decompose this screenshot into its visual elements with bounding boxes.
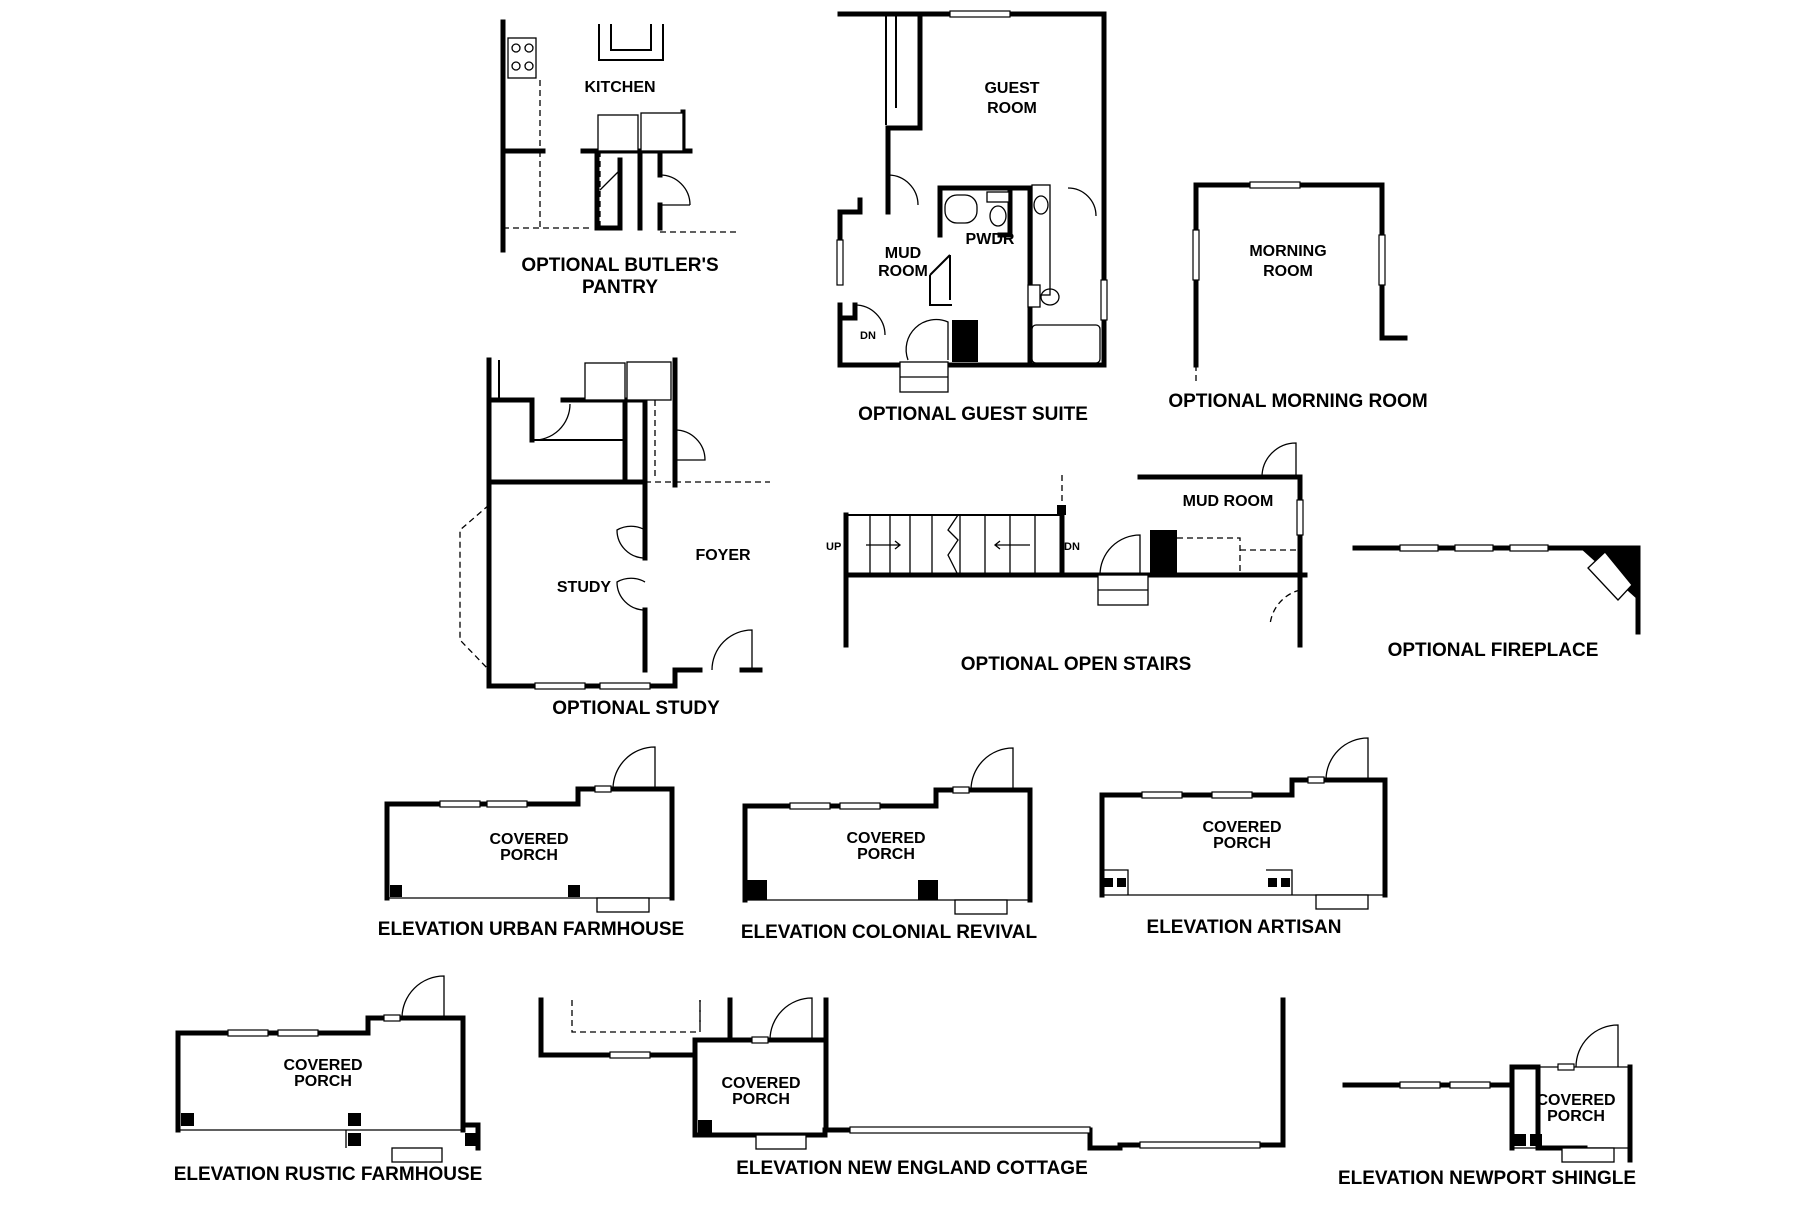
porch-label-cottage-line1: COVERED	[721, 1075, 800, 1092]
room-label-study: STUDY	[557, 579, 612, 596]
porch-label-colonial-line1: COVERED	[846, 830, 925, 847]
room-label-guest-room-line1: GUEST	[984, 80, 1039, 97]
plan-study: STUDY FOYER OPTIONAL STUDY	[459, 357, 770, 719]
caption-butlers-pantry-line2: PANTRY	[582, 277, 658, 298]
caption-new-england-cottage: ELEVATION NEW ENGLAND COTTAGE	[736, 1158, 1088, 1179]
porch-label-artisan-line2: PORCH	[1213, 835, 1271, 852]
room-label-foyer: FOYER	[695, 547, 751, 564]
caption-guest-suite: OPTIONAL GUEST SUITE	[858, 404, 1088, 425]
room-label-pwdr: PWDR	[966, 231, 1015, 248]
caption-colonial-revival: ELEVATION COLONIAL REVIVAL	[741, 922, 1038, 943]
plan-new-england-cottage: COVERED PORCH ELEVATION NEW ENGLAND COTT…	[538, 997, 1286, 1179]
room-label-mud-room-stairs: MUD ROOM	[1183, 493, 1274, 510]
plan-urban-farmhouse: COVERED PORCH ELEVATION URBAN FARMHOUSE	[378, 746, 684, 940]
room-label-morning-line2: ROOM	[1263, 263, 1313, 280]
plan-morning-room: MORNING ROOM OPTIONAL MORNING ROOM	[1168, 181, 1428, 412]
plan-butlers-pantry: KITCHEN OPTIONAL BUTLER'S PANTRY	[500, 19, 740, 298]
room-label-morning-line1: MORNING	[1249, 243, 1326, 260]
plan-artisan: COVERED PORCH ELEVATION ARTISAN	[1099, 737, 1388, 938]
plan-rustic-farmhouse: COVERED PORCH ELEVATION RUSTIC FARMHOUSE	[174, 975, 483, 1185]
caption-open-stairs: OPTIONAL OPEN STAIRS	[961, 654, 1192, 675]
caption-butlers-pantry-line1: OPTIONAL BUTLER'S	[521, 255, 718, 276]
plan-guest-suite: DN GUEST ROOM MUD ROOM PWDR OPTIONAL GUE…	[836, 10, 1108, 425]
porch-label-cottage-line2: PORCH	[732, 1091, 790, 1108]
porch-label-rustic-line1: COVERED	[283, 1057, 362, 1074]
label-dn-stairs: DN	[1064, 541, 1080, 553]
plan-colonial-revival: COVERED PORCH ELEVATION COLONIAL REVIVAL	[741, 747, 1038, 943]
porch-label-colonial-line2: PORCH	[857, 846, 915, 863]
caption-rustic-farmhouse: ELEVATION RUSTIC FARMHOUSE	[174, 1164, 483, 1185]
room-label-mud-room-line2: ROOM	[878, 263, 928, 280]
room-label-mud-room-line1: MUD	[885, 245, 921, 262]
label-dn-guest: DN	[860, 330, 876, 342]
caption-artisan: ELEVATION ARTISAN	[1147, 917, 1342, 938]
room-label-guest-room-line2: ROOM	[987, 100, 1037, 117]
label-up: UP	[826, 541, 841, 553]
porch-label-rustic-line2: PORCH	[294, 1073, 352, 1090]
porch-label-urban-line2: PORCH	[500, 847, 558, 864]
porch-label-newport-line1: COVERED	[1536, 1092, 1615, 1109]
plan-newport-shingle: COVERED PORCH ELEVATION NEWPORT SHINGLE	[1338, 1024, 1636, 1189]
plan-fireplace: OPTIONAL FIREPLACE	[1352, 544, 1641, 661]
porch-label-newport-line2: PORCH	[1547, 1108, 1605, 1125]
caption-fireplace: OPTIONAL FIREPLACE	[1388, 640, 1599, 661]
caption-urban-farmhouse: ELEVATION URBAN FARMHOUSE	[378, 919, 684, 940]
plan-open-stairs: UP DN MUD ROOM OPTIONAL OPEN STAIRS	[826, 442, 1308, 675]
caption-morning-room: OPTIONAL MORNING ROOM	[1168, 391, 1427, 412]
porch-label-artisan-line1: COVERED	[1202, 819, 1281, 836]
porch-label-urban-line1: COVERED	[489, 831, 568, 848]
room-label-kitchen: KITCHEN	[584, 79, 655, 96]
caption-newport-shingle: ELEVATION NEWPORT SHINGLE	[1338, 1168, 1636, 1189]
caption-study: OPTIONAL STUDY	[552, 698, 720, 719]
